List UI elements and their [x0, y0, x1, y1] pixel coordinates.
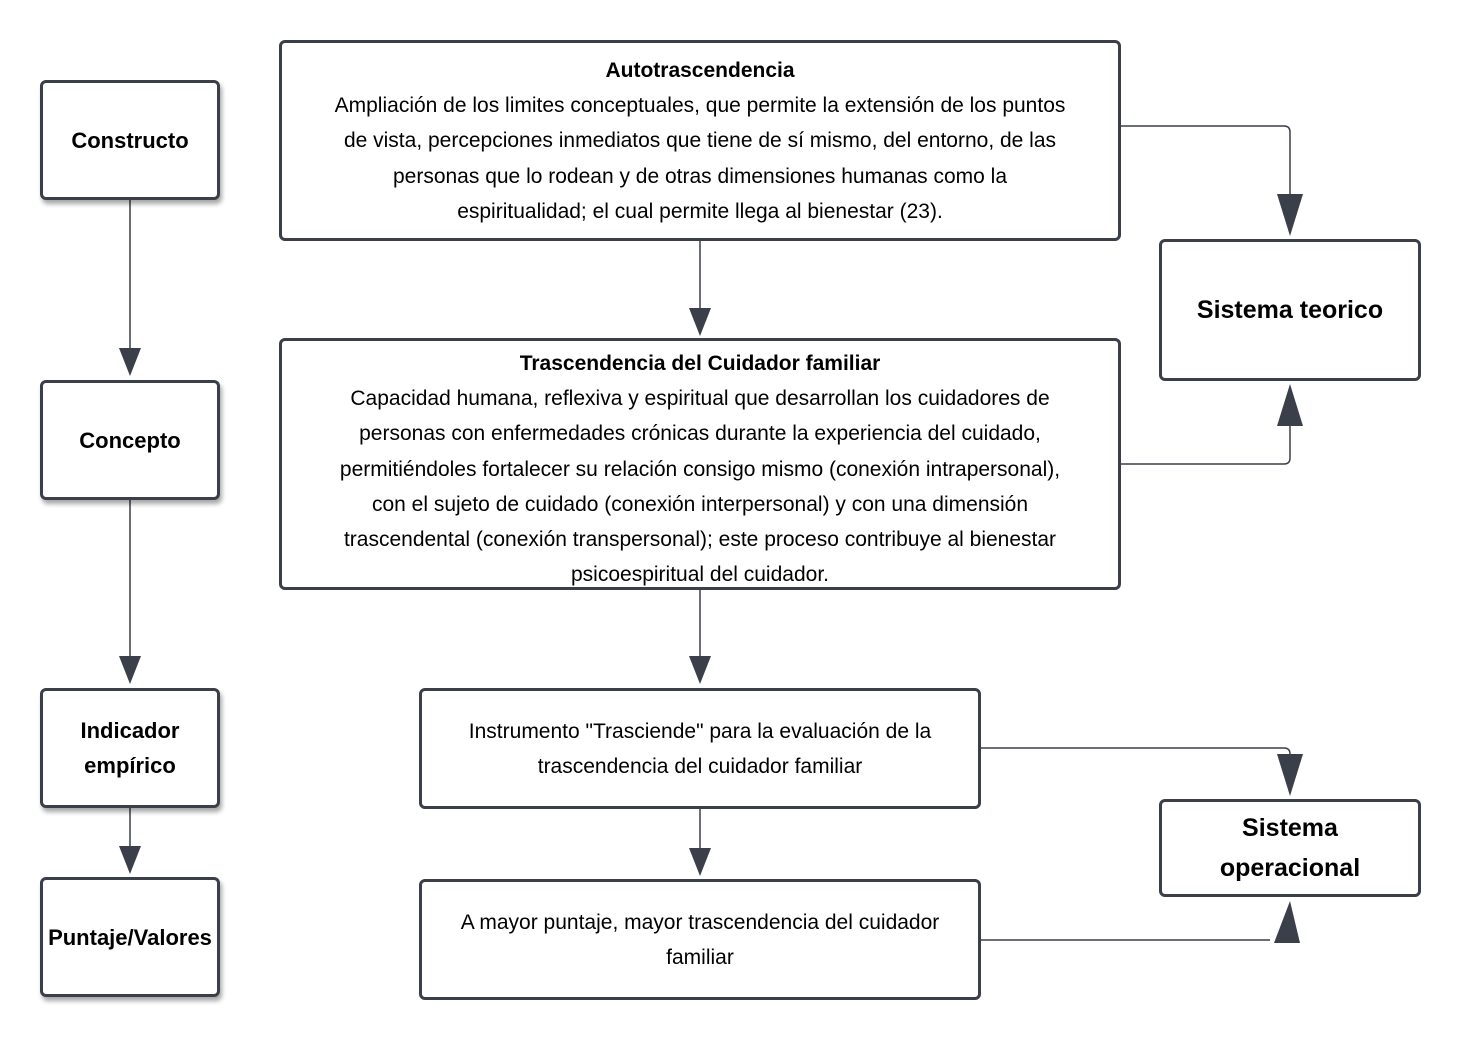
- arrowhead-concepto: [119, 348, 141, 376]
- trascendencia-line-3: permitiéndoles fortalecer su relación co…: [339, 457, 1061, 481]
- arrowhead-puntaje-box: [689, 848, 711, 876]
- sistema-teorico-box: Sistema teorico: [1159, 239, 1421, 381]
- trascendencia-line-6: psicoespiritual del cuidador.: [571, 563, 829, 587]
- arrowhead-puntaje: [119, 846, 141, 874]
- sistema-teorico-label: Sistema teorico: [1196, 296, 1384, 324]
- puntaje-desc-line-1: A mayor puntaje, mayor trascendencia del…: [460, 910, 940, 934]
- indicador-label-line1: Indicador: [80, 718, 180, 743]
- concepto-label: Concepto: [79, 427, 181, 453]
- connector-instr-operacional: [980, 747, 1291, 770]
- autotrascendencia-line-3: personas que lo rodean y de otras dimens…: [392, 164, 1008, 188]
- autotrascendencia-line-1: Ampliación de los limites conceptuales, …: [334, 94, 1066, 117]
- trascendencia-line-2: personas con enfermedades crónicas duran…: [359, 422, 1041, 446]
- indicador-label-line2: empírico: [84, 753, 176, 778]
- puntaje-valores-box: Puntaje/Valores: [40, 877, 220, 997]
- instrumento-box: Instrumento "Trasciende" para la evaluac…: [419, 688, 981, 809]
- arrowhead-teorico-bottom: [1277, 384, 1303, 426]
- autotrascendencia-line-2: de vista, percepciones inmediatos que ti…: [343, 129, 1057, 153]
- arrowhead-indicador: [119, 656, 141, 684]
- arrowhead-trasc: [689, 308, 711, 336]
- connector-trasc-teorico: [1120, 420, 1291, 465]
- trascendencia-line-4: con el sujeto de cuidado (conexión inter…: [371, 492, 1029, 516]
- trascendencia-box: Trascendencia del Cuidador familiar Capa…: [279, 338, 1121, 590]
- sistema-operacional-box: Sistema operacional: [1159, 799, 1421, 897]
- arrowhead-operacional-top: [1277, 754, 1303, 796]
- autotrascendencia-line-4: espiritualidad; el cual permite llega al…: [457, 199, 943, 223]
- indicador-empirico-box: Indicador empírico: [40, 688, 220, 808]
- arrowhead-instrumento: [689, 656, 711, 684]
- concepto-box: Concepto: [40, 380, 220, 500]
- constructo-label: Constructo: [71, 127, 189, 153]
- sistema-operacional-line-1: Sistema: [1242, 814, 1338, 842]
- constructo-box: Constructo: [40, 80, 220, 200]
- sistema-operacional-line-2: operacional: [1219, 854, 1361, 882]
- puntaje-label: Puntaje/Valores: [48, 924, 212, 950]
- puntaje-desc-line-2: familiar: [666, 945, 734, 969]
- instrumento-line-2: trascendencia del cuidador familiar: [537, 754, 863, 778]
- arrowhead-operacional-bottom: [1274, 901, 1300, 943]
- trascendencia-title: Trascendencia del Cuidador familiar: [519, 352, 881, 375]
- trascendencia-line-1: Capacidad humana, reflexiva y espiritual…: [350, 387, 1050, 410]
- instrumento-line-1: Instrumento "Trasciende" para la evaluac…: [468, 719, 932, 743]
- autotrascendencia-title: Autotrascendencia: [605, 59, 795, 82]
- trascendencia-line-5: trascendental (conexión transpersonal); …: [343, 528, 1057, 552]
- autotrascendencia-box: Autotrascendencia Ampliación de los limi…: [279, 40, 1121, 241]
- connector-auto-teorico: [1120, 125, 1291, 210]
- puntaje-description-box: A mayor puntaje, mayor trascendencia del…: [419, 879, 981, 1000]
- arrowhead-teorico-top: [1277, 194, 1303, 236]
